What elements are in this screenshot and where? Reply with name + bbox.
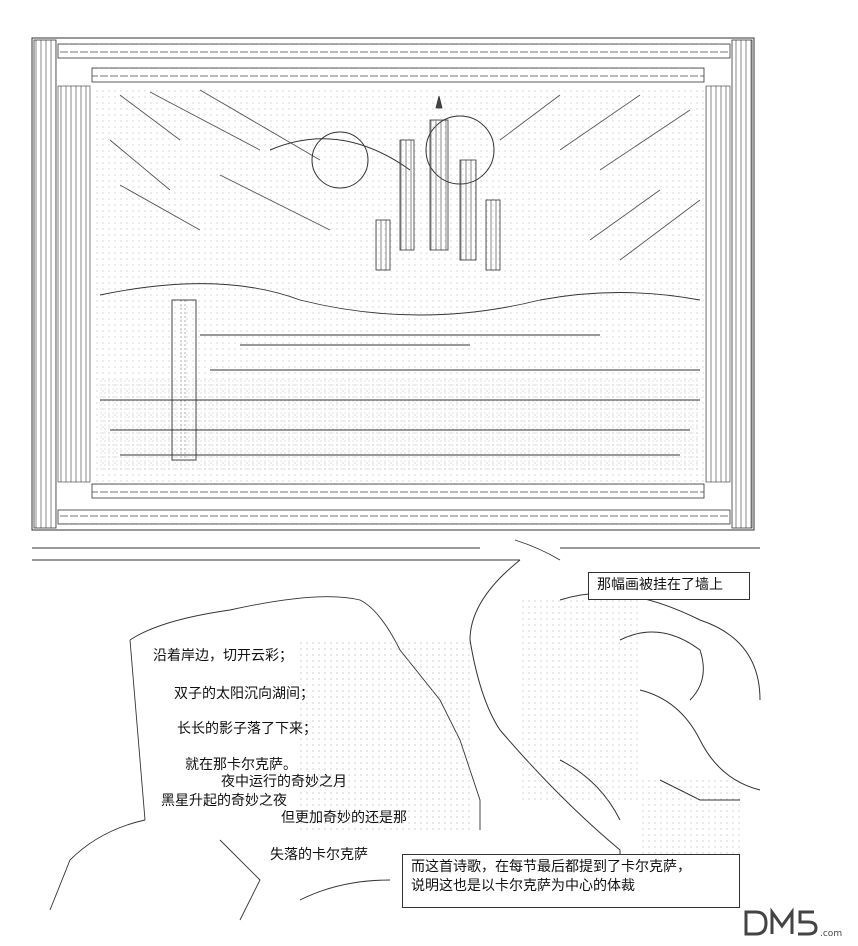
poem-line-4: 就在那卡尔克萨。 [185, 757, 297, 773]
painting-scene [92, 86, 704, 482]
poem-line-5: 夜中运行的奇妙之月 [221, 774, 347, 790]
caption-bottom-line-2: 说明这也是以卡尔克萨为中心的体裁 [411, 878, 635, 894]
city-towers [375, 95, 501, 271]
character-silhouette [469, 559, 761, 900]
picture-frame [31, 37, 755, 531]
caption-bottom: 而这首诗歌，在每节最后都提到了卡尔克萨， 说明这也是以卡尔克萨为中心的体裁 [402, 854, 740, 908]
poem-speech-bubble [49, 596, 481, 921]
poem-line-8: 失落的卡尔克萨 [270, 847, 368, 863]
poem-line-2: 双子的太阳沉向湖间； [174, 686, 314, 702]
poem-line-7: 但更加奇妙的还是那 [281, 810, 407, 826]
caption-bottom-line-1: 而这首诗歌，在每节最后都提到了卡尔克萨， [411, 859, 691, 875]
dm5-logo-watermark: .com [744, 907, 842, 939]
caption-top: 那幅画被挂在了墙上 [588, 572, 750, 600]
svg-text:.com: .com [820, 929, 842, 939]
wall-line [32, 539, 760, 561]
poem-line-3: 长长的影子落了下来； [177, 721, 317, 737]
poem-line-1: 沿着岸边，切开云彩； [153, 648, 293, 664]
poem-line-6: 黑星升起的奇妙之夜 [161, 793, 287, 809]
